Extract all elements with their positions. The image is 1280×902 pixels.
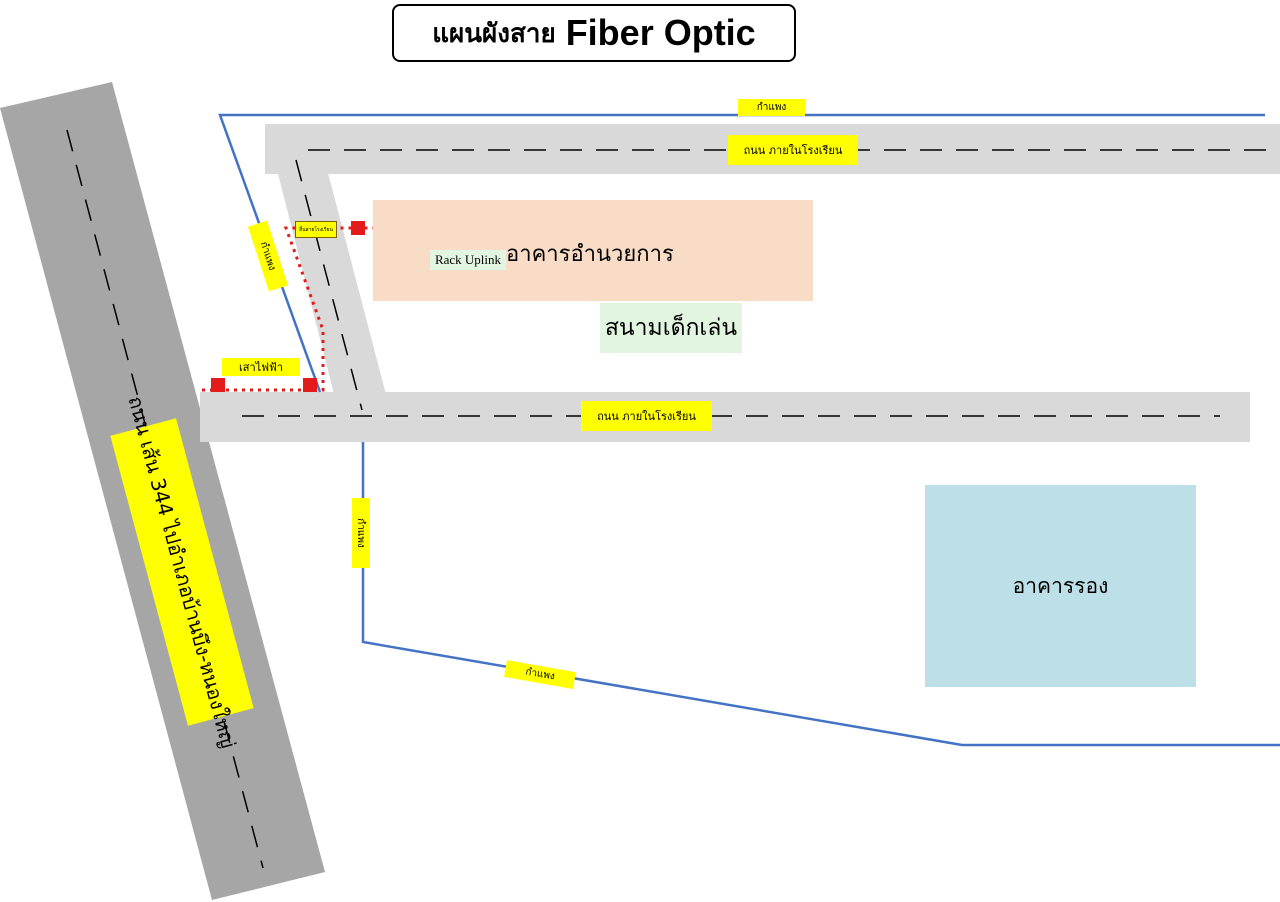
fiber-marker xyxy=(211,378,225,392)
road-top-label: ถนน ภายในโรงเรียน xyxy=(728,135,858,165)
road-diagonal-internal xyxy=(272,150,388,402)
title-english: Fiber Optic xyxy=(565,12,756,53)
road-middle-internal xyxy=(200,392,1250,442)
title-thai: แผนผังสาย xyxy=(432,18,556,49)
fiber-marker xyxy=(351,221,365,235)
admin-building-label: อาคารอำนวยการ xyxy=(506,242,674,267)
playground: สนามเด็กเล่น xyxy=(600,303,742,353)
road-diagonal-centerline xyxy=(295,159,363,411)
end-point-label: สิ้นสายโรงเรียน xyxy=(295,221,337,238)
road-middle-label: ถนน ภายในโรงเรียน xyxy=(581,401,712,431)
secondary-building: อาคารรอง xyxy=(925,485,1196,687)
wall-upper xyxy=(218,113,1265,393)
pole-label: เสาไฟฟ้า xyxy=(222,358,300,376)
wall-top-label: กำแพง xyxy=(738,99,805,116)
wall-lower-left-label: กำแพง xyxy=(352,498,370,568)
fiber-marker xyxy=(303,378,317,392)
rack-uplink-label: Rack Uplink xyxy=(430,250,506,270)
map-title: แผนผังสาย Fiber Optic xyxy=(392,4,796,62)
